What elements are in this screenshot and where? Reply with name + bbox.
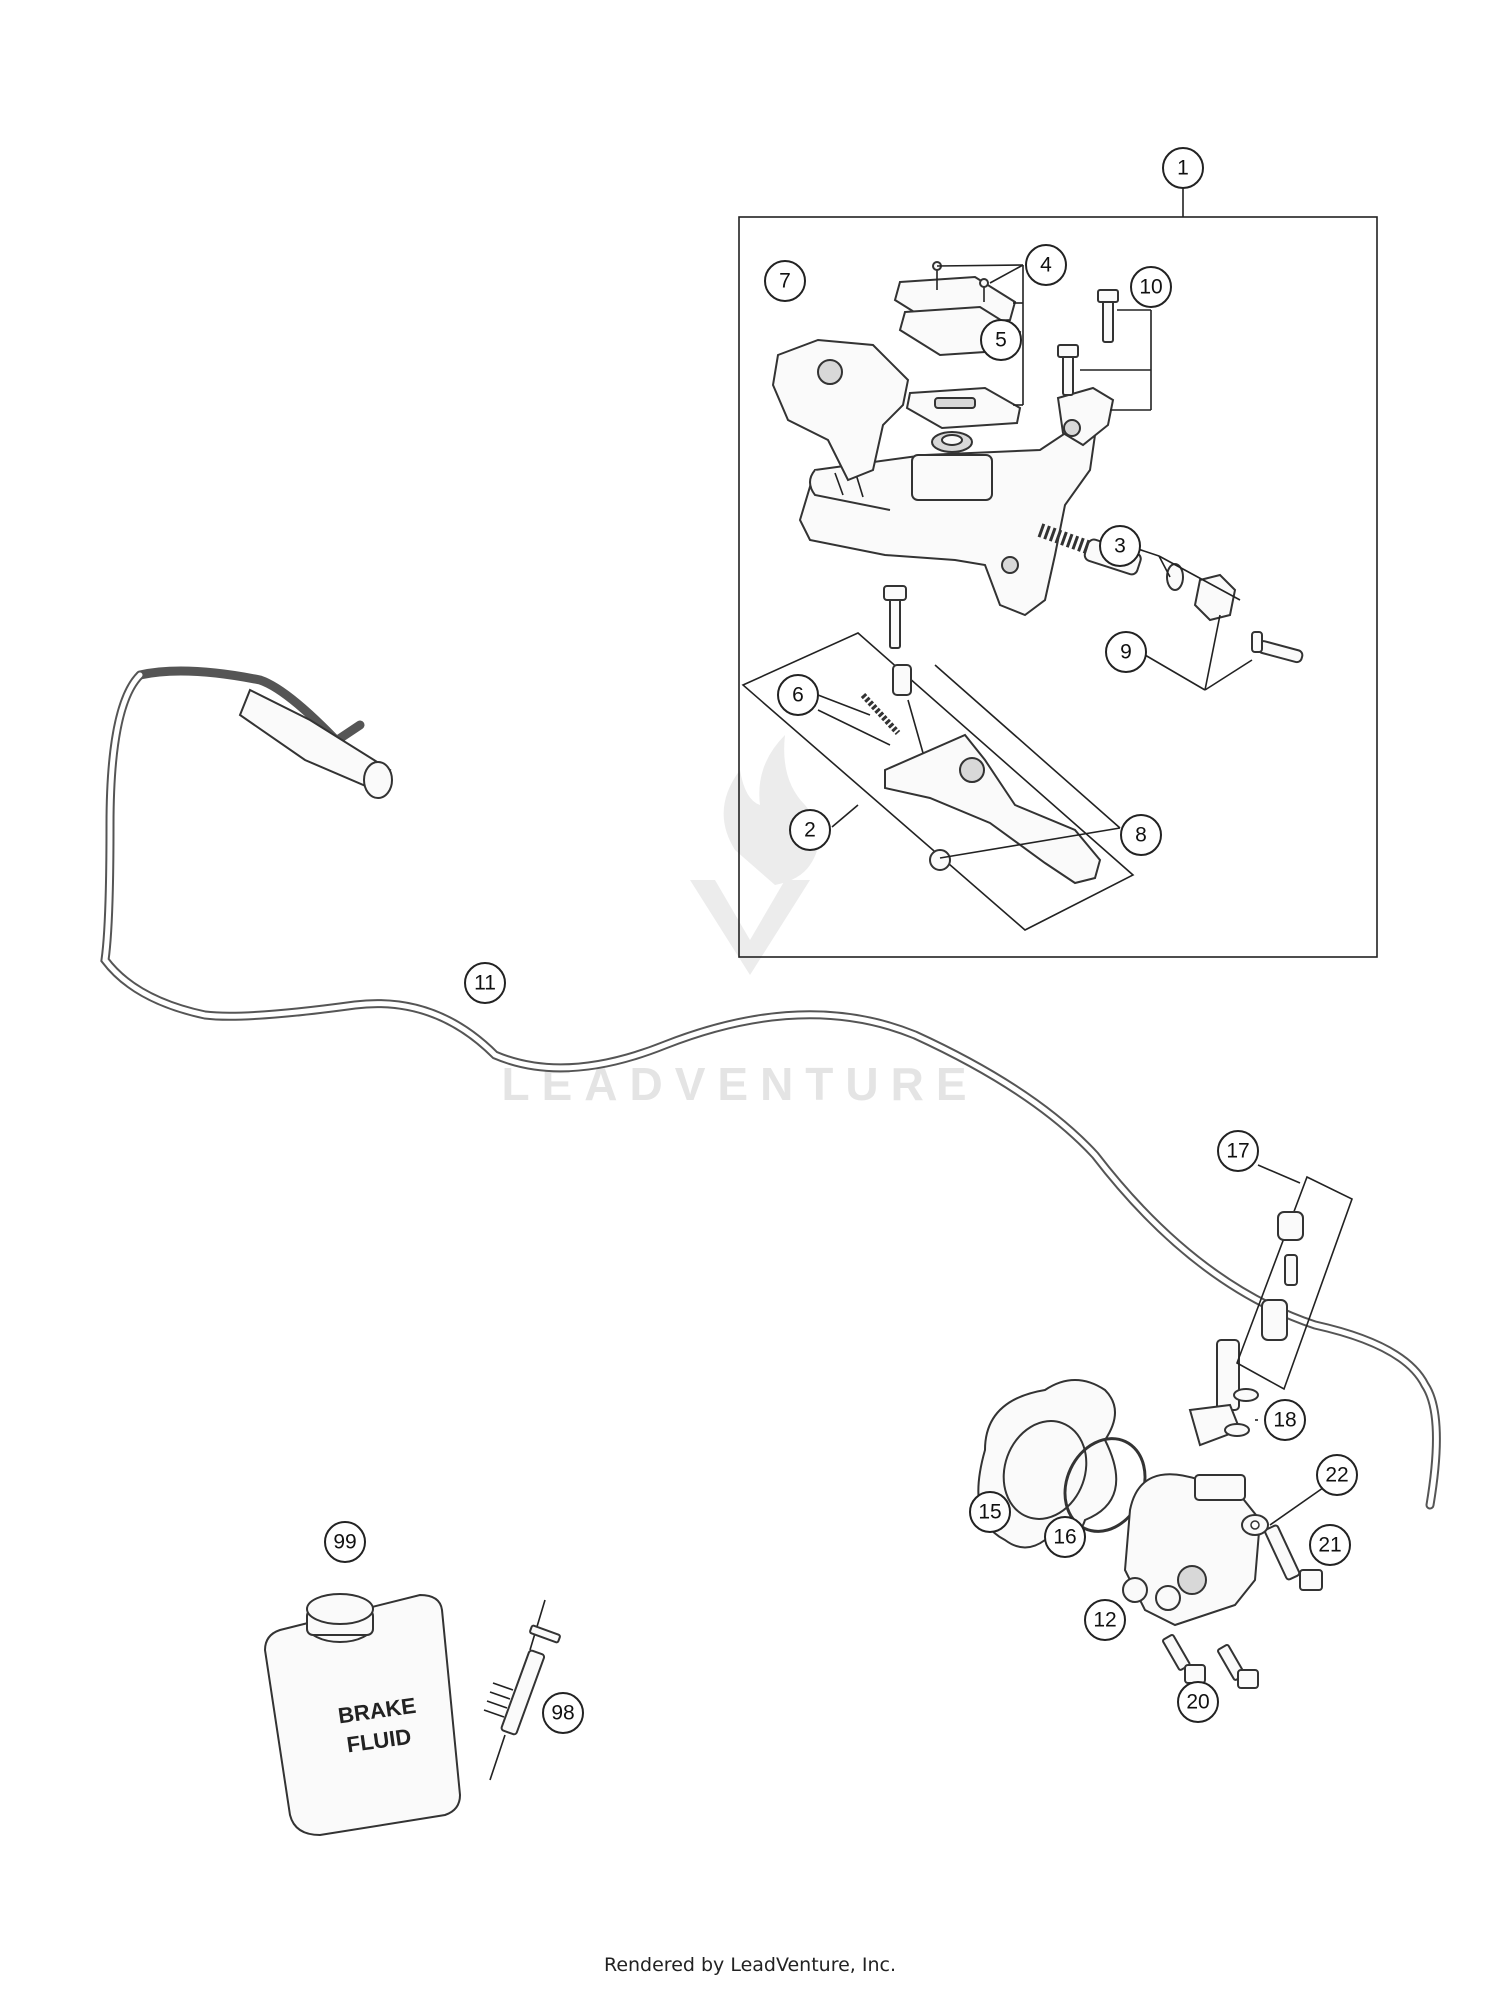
svg-text:8: 8: [1135, 824, 1147, 847]
svg-text:98: 98: [551, 1702, 574, 1725]
callout-4: 4: [1025, 244, 1067, 286]
callout-16: 16: [1044, 1516, 1086, 1558]
svg-text:22: 22: [1325, 1464, 1348, 1487]
master-cylinder-body: [798, 428, 1097, 617]
slave-cylinder: [1122, 1473, 1262, 1627]
callout-5: 5: [980, 319, 1022, 361]
bolts: [1162, 1514, 1323, 1689]
callout-15: 15: [969, 1491, 1011, 1533]
callout-18: 18: [1264, 1399, 1306, 1441]
watermark: LEADVENTURE: [501, 735, 967, 1110]
leader-lines: [817, 264, 1331, 1526]
callout-99: 99: [324, 1521, 366, 1563]
washers: [1224, 1388, 1259, 1437]
svg-text:17: 17: [1226, 1140, 1249, 1163]
callout-11: 11: [464, 962, 506, 1004]
svg-text:20: 20: [1186, 1691, 1209, 1714]
callout-22: 22: [1316, 1454, 1358, 1496]
clutch-hose: [100, 666, 1441, 1510]
svg-text:9: 9: [1120, 641, 1132, 664]
callout-8: 8: [1120, 814, 1162, 856]
callout-2: 2: [789, 809, 831, 851]
callout-9: 9: [1105, 631, 1147, 673]
svg-text:12: 12: [1093, 1609, 1116, 1632]
master-cylinder-kit-box: [738, 188, 1378, 958]
callout-20: 20: [1177, 1681, 1219, 1723]
svg-text:2: 2: [804, 819, 816, 842]
syringe: [483, 1599, 561, 1781]
callout-1: 1: [1162, 147, 1204, 189]
svg-text:99: 99: [333, 1531, 356, 1554]
callout-3: 3: [1099, 525, 1141, 567]
svg-text:7: 7: [779, 270, 791, 293]
svg-text:4: 4: [1040, 254, 1052, 277]
svg-text:6: 6: [792, 684, 804, 707]
handlebar-clamp: [1056, 289, 1119, 447]
callout-10: 10: [1130, 266, 1172, 308]
svg-text:16: 16: [1053, 1526, 1076, 1549]
svg-text:5: 5: [995, 329, 1007, 352]
reservoir-cover: [771, 338, 910, 482]
piston-assembly: [1037, 523, 1304, 664]
lever-kit: [741, 585, 1135, 931]
callout-98: 98: [542, 1692, 584, 1734]
svg-text:21: 21: [1318, 1534, 1341, 1557]
brake-fluid-bottle: BRAKE FLUID: [263, 1593, 462, 1837]
seal-part: [931, 431, 973, 453]
svg-text:15: 15: [978, 1501, 1001, 1524]
svg-text:18: 18: [1273, 1409, 1296, 1432]
callout-7: 7: [764, 260, 806, 302]
callout-6: 6: [777, 674, 819, 716]
callout-12: 12: [1084, 1599, 1126, 1641]
footer-credit: Rendered by LeadVenture, Inc.: [603, 1954, 897, 1976]
callout-17: 17: [1217, 1130, 1259, 1172]
callout-21: 21: [1309, 1524, 1351, 1566]
svg-text:11: 11: [474, 972, 496, 995]
svg-text:1: 1: [1177, 157, 1189, 180]
svg-text:3: 3: [1114, 535, 1126, 558]
bleeder-kit: [1236, 1164, 1353, 1391]
svg-text:10: 10: [1139, 276, 1162, 299]
